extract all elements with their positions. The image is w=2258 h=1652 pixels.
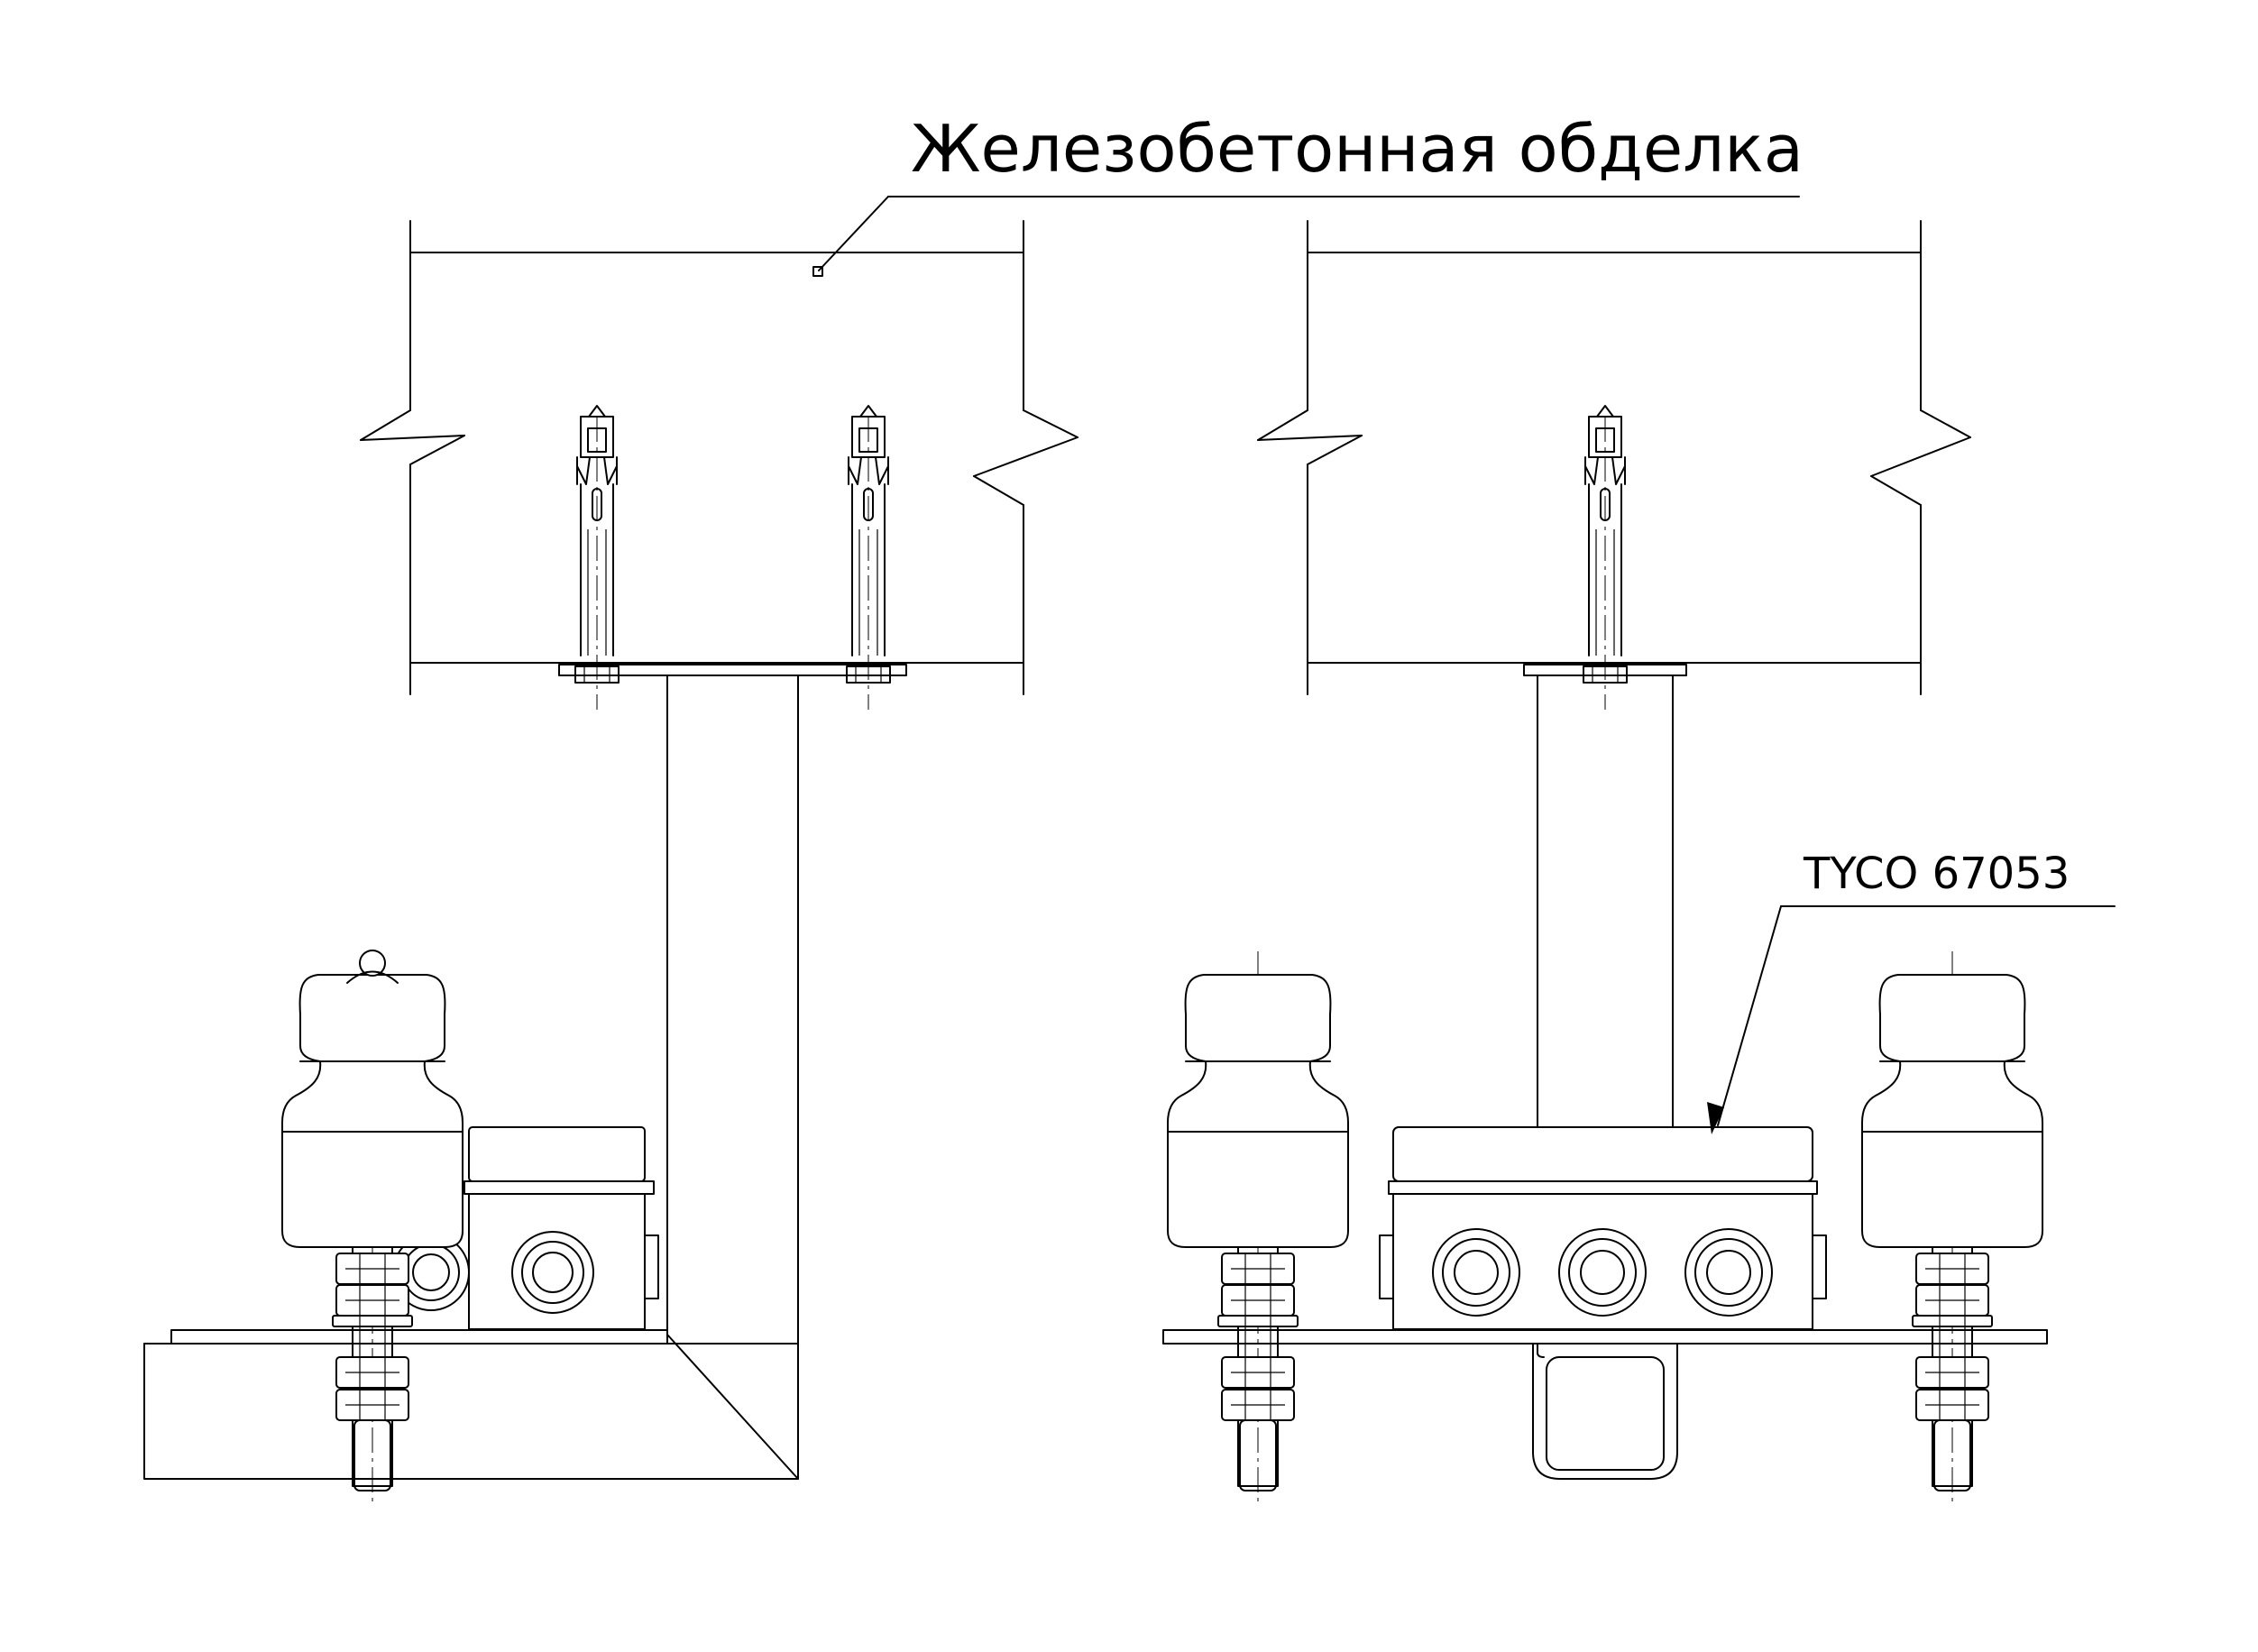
lining-leader (812, 196, 1800, 277)
cable-gland (1432, 1228, 1520, 1317)
right-insulator-left (1167, 950, 1349, 1502)
right-lining-section (1257, 220, 1971, 695)
left-insulator-cap-hole (346, 950, 399, 984)
lining-label: Железобетонная обделка (911, 111, 1804, 187)
device-label: TYCO 67053 (1803, 849, 2070, 899)
left-lining-section (360, 220, 1079, 695)
right-insulator-right (1861, 950, 2043, 1502)
left-bracket (143, 405, 907, 1480)
cable-gland (511, 1231, 594, 1314)
cable-gland (1558, 1228, 1647, 1317)
right-junction-box (1379, 1126, 1827, 1330)
left-insulator (281, 950, 464, 1502)
cable-gland (1684, 1228, 1773, 1317)
square-tube-section (1532, 1343, 1678, 1480)
